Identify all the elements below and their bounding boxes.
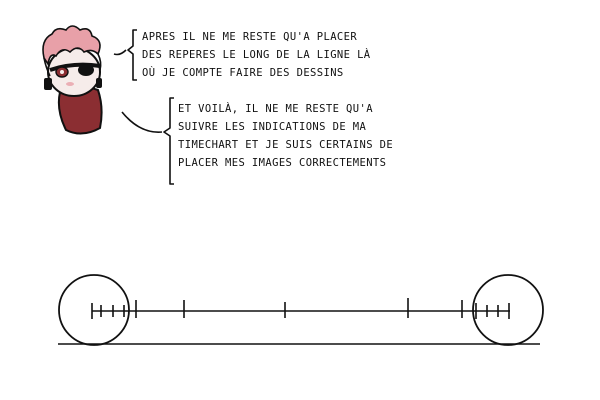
speech-bubble-1-text: APRES IL NE ME RESTE QU'A PLACER DES REP…: [142, 28, 371, 82]
timeline-right-circle: [472, 274, 544, 346]
bubble-1-line: APRES IL NE ME RESTE QU'A PLACER: [142, 31, 358, 43]
character-chibi: [42, 25, 103, 135]
timeline: [58, 274, 544, 346]
timeline-left-circle: [58, 274, 130, 346]
bubble-2-line: SUIVRE LES INDICATIONS DE MA: [178, 121, 367, 133]
speech-bubble-2-frame: [121, 97, 174, 185]
speech-bubble-2-text: ET VOILÀ, IL NE ME RESTE QU'A SUIVRE LES…: [178, 100, 393, 172]
eye-patch-icon: [78, 64, 94, 76]
bubble-2-line: TIMECHART ET JE SUIS CERTAINS DE: [178, 139, 394, 151]
character-hair: [42, 25, 101, 67]
timeline-ticks: [91, 298, 510, 319]
bubble-1-line: OÙ JE COMPTE FAIRE DES DESSINS: [142, 67, 344, 79]
speech-bubble-1-frame: [113, 29, 137, 81]
bubble-2-line: PLACER MES IMAGES CORRECTEMENTS: [178, 157, 387, 169]
bubble-1-line: DES REPERES LE LONG DE LA LIGNE LÀ: [142, 49, 371, 61]
bubble-2-line: ET VOILÀ, IL NE ME RESTE QU'A: [178, 103, 373, 115]
